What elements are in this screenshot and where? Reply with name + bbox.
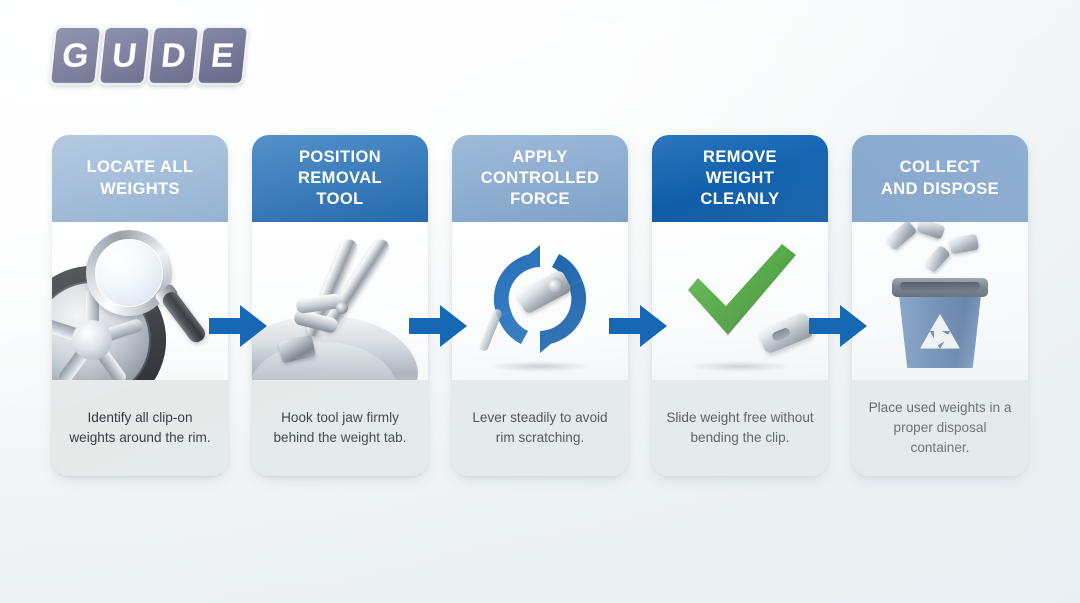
arrow-right-icon — [607, 300, 669, 352]
step-illustration-1 — [52, 222, 228, 380]
step-title-4: REMOVE WEIGHT CLEANLY — [652, 135, 828, 222]
step-caption-2: Hook tool jaw firmly behind the weight t… — [252, 380, 428, 476]
step-title-line: LOCATE ALL — [86, 158, 194, 177]
step-card-1[interactable]: LOCATE ALL WEIGHTS — [52, 135, 228, 476]
process-flow: LOCATE ALL WEIGHTS — [0, 135, 1080, 480]
step-caption-5: Place used weights in a proper disposal … — [852, 380, 1028, 476]
step-title-line: FORCE — [510, 190, 570, 209]
step-title-line: CONTROLLED — [480, 168, 600, 187]
step-title-2: POSITION REMOVAL TOOL — [252, 135, 428, 222]
step-title-line: POSITION — [298, 147, 382, 166]
green-checkmark-icon — [678, 238, 802, 346]
step-title-line: REMOVE — [703, 147, 777, 166]
logo-letter-tile: U — [97, 26, 152, 85]
step-illustration-4 — [652, 222, 828, 380]
step-title-line: REMOVAL — [297, 168, 383, 187]
arrow-right-icon — [807, 300, 869, 352]
recycle-bin-icon — [892, 272, 988, 368]
step-title-line: APPLY — [512, 147, 568, 166]
step-card-2[interactable]: POSITION REMOVAL TOOL Hook tool jaw firm… — [252, 135, 428, 476]
step-caption-1: Identify all clip-on weights around the … — [52, 380, 228, 476]
logo-letter-tile: D — [146, 26, 201, 85]
step-illustration-2 — [252, 222, 428, 380]
step-title-3: APPLY CONTROLLED FORCE — [452, 135, 628, 222]
logo-letter-tile: G — [48, 26, 103, 85]
arrow-right-icon — [407, 300, 469, 352]
logo-letter-tile: E — [195, 26, 250, 85]
step-card-3[interactable]: APPLY CONTROLLED FORCE — [452, 135, 628, 476]
step-card-4[interactable]: REMOVE WEIGHT CLEANLY — [652, 135, 828, 476]
step-title-5: COLLECT AND DISPOSE — [852, 135, 1028, 222]
step-caption-3: Lever steadily to avoid rim scratching. — [452, 380, 628, 476]
rotation-arrows-icon — [481, 240, 599, 358]
step-illustration-5 — [852, 222, 1028, 380]
wheel-weight-icon — [923, 244, 951, 274]
wheel-weight-icon — [948, 233, 980, 255]
step-title-line: WEIGHT — [705, 168, 775, 187]
step-title-line: COLLECT — [899, 158, 981, 177]
wheel-weight-icon — [884, 222, 918, 251]
step-title-line: AND DISPOSE — [880, 179, 1000, 198]
magnifier-icon — [86, 230, 209, 346]
wheel-weight-icon — [916, 222, 946, 240]
step-card-5[interactable]: COLLECT AND DISPOSE — [852, 135, 1028, 476]
step-caption-4: Slide weight free without bending the cl… — [652, 380, 828, 476]
recycle-symbol-icon — [913, 312, 967, 362]
step-title-line: TOOL — [316, 190, 364, 209]
step-illustration-3 — [452, 222, 628, 380]
arrow-right-icon — [207, 300, 269, 352]
step-title-line: WEIGHTS — [100, 179, 180, 198]
step-title-line: CLEANLY — [700, 190, 780, 209]
brand-logo: G U D E — [48, 26, 250, 85]
step-title-1: LOCATE ALL WEIGHTS — [52, 135, 228, 222]
